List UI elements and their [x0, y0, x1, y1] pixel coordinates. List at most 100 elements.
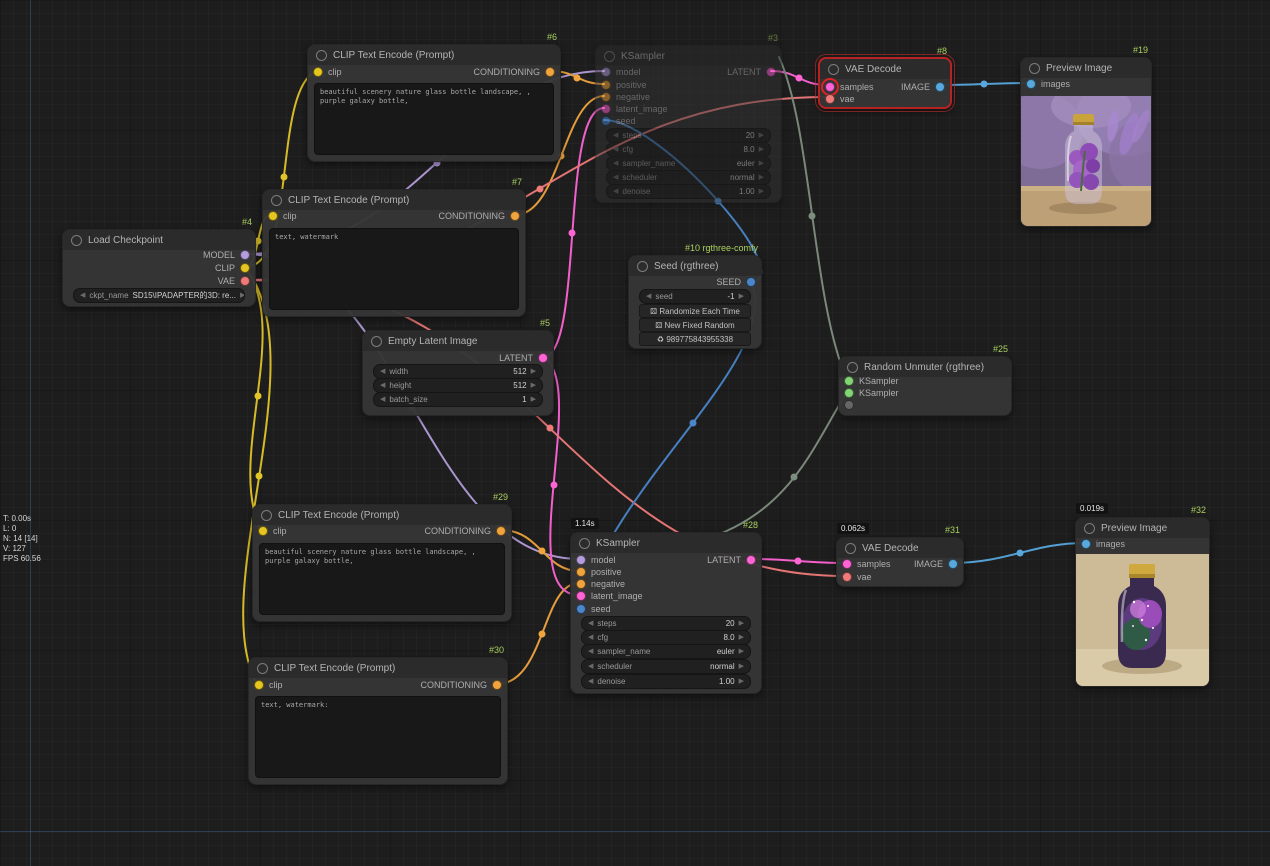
- conditioning-port-dot[interactable]: [496, 526, 506, 536]
- node-ksampler-28[interactable]: 1.14s #28 KSampler model positive negati…: [570, 532, 762, 694]
- stepper-right-icon[interactable]: ▶: [531, 382, 536, 389]
- stepper-left-icon[interactable]: ◀: [380, 382, 385, 389]
- collapse-dot-icon[interactable]: [316, 50, 327, 61]
- node-vae-decode-31[interactable]: 0.062s #31 VAE Decode samples vae IMAGE: [836, 537, 964, 587]
- collapse-dot-icon[interactable]: [847, 362, 858, 373]
- clip-port-dot[interactable]: [268, 211, 278, 221]
- latent-port-dot[interactable]: [746, 555, 756, 565]
- widget-cfg[interactable]: ◀cfg8.0▶: [581, 630, 751, 645]
- latent-port-dot[interactable]: [576, 591, 586, 601]
- stepper-right-icon[interactable]: ▶: [759, 146, 764, 153]
- node-header[interactable]: KSampler: [596, 46, 781, 66]
- widget-width[interactable]: ◀width512▶: [373, 364, 543, 379]
- widget-sampler-name[interactable]: ◀sampler_nameeuler▶: [581, 644, 751, 659]
- latent-port-dot[interactable]: [825, 82, 835, 92]
- image-port-dot[interactable]: [1081, 539, 1091, 549]
- vae-port-dot[interactable]: [825, 94, 835, 104]
- conditioning-port-dot[interactable]: [576, 567, 586, 577]
- node-header[interactable]: VAE Decode: [837, 538, 963, 558]
- latent-port-dot[interactable]: [766, 67, 776, 77]
- vae-port-dot[interactable]: [240, 276, 250, 286]
- latent-port-dot[interactable]: [601, 104, 611, 114]
- node-header[interactable]: CLIP Text Encode (Prompt): [253, 505, 511, 525]
- mute-port-dot[interactable]: [844, 388, 854, 398]
- stepper-right-icon[interactable]: ▶: [759, 132, 764, 139]
- widget-steps[interactable]: ◀steps20▶: [606, 128, 771, 143]
- widget-height[interactable]: ◀height512▶: [373, 378, 543, 393]
- node-clip-text-encode-6[interactable]: #6 CLIP Text Encode (Prompt) clip CONDIT…: [307, 44, 561, 162]
- collapse-dot-icon[interactable]: [261, 510, 272, 521]
- image-port-dot[interactable]: [948, 559, 958, 569]
- stepper-left-icon[interactable]: ◀: [613, 132, 618, 139]
- conditioning-port-dot[interactable]: [492, 680, 502, 690]
- seed-port-dot[interactable]: [746, 277, 756, 287]
- conditioning-port-dot[interactable]: [545, 67, 555, 77]
- stepper-left-icon[interactable]: ◀: [588, 648, 593, 655]
- model-port-dot[interactable]: [240, 250, 250, 260]
- collapse-dot-icon[interactable]: [1084, 523, 1095, 534]
- conditioning-port-dot[interactable]: [601, 80, 611, 90]
- stepper-left-icon[interactable]: ◀: [380, 396, 385, 403]
- node-header[interactable]: CLIP Text Encode (Prompt): [263, 190, 525, 210]
- prompt-textarea[interactable]: beautiful scenery nature glass bottle la…: [314, 83, 554, 155]
- stepper-right-icon[interactable]: ▶: [739, 678, 744, 685]
- widget-denoise[interactable]: ◀denoise1.00▶: [606, 184, 771, 199]
- node-clip-text-encode-29[interactable]: #29 CLIP Text Encode (Prompt) clip CONDI…: [252, 504, 512, 622]
- widget-cfg[interactable]: ◀cfg8.0▶: [606, 142, 771, 157]
- widget-batch-size[interactable]: ◀batch_size1▶: [373, 392, 543, 407]
- stepper-left-icon[interactable]: ◀: [613, 174, 618, 181]
- stepper-left-icon[interactable]: ◀: [588, 663, 593, 670]
- stepper-left-icon[interactable]: ◀: [588, 620, 593, 627]
- node-header[interactable]: Empty Latent Image: [363, 331, 553, 351]
- widget-steps[interactable]: ◀steps20▶: [581, 616, 751, 631]
- node-header[interactable]: CLIP Text Encode (Prompt): [249, 658, 507, 678]
- stepper-right-icon[interactable]: ▶: [739, 634, 744, 641]
- node-clip-text-encode-30[interactable]: #30 CLIP Text Encode (Prompt) clip CONDI…: [248, 657, 508, 785]
- stepper-right-icon[interactable]: ▶: [759, 188, 764, 195]
- collapse-dot-icon[interactable]: [637, 261, 648, 272]
- prompt-textarea[interactable]: text, watermark:: [255, 696, 501, 778]
- stepper-right-icon[interactable]: ▶: [531, 368, 536, 375]
- prompt-textarea[interactable]: text, watermark: [269, 228, 519, 310]
- node-vae-decode-8[interactable]: #8 VAE Decode samples vae IMAGE: [818, 57, 952, 109]
- collapse-dot-icon[interactable]: [828, 64, 839, 75]
- stepper-right-icon[interactable]: ▶: [739, 293, 744, 300]
- collapse-dot-icon[interactable]: [579, 538, 590, 549]
- stepper-left-icon[interactable]: ◀: [380, 368, 385, 375]
- stepper-right-icon[interactable]: ▶: [739, 620, 744, 627]
- node-header[interactable]: Preview Image: [1076, 518, 1209, 538]
- widget-sampler-name[interactable]: ◀sampler_nameeuler▶: [606, 156, 771, 171]
- stepper-right-icon[interactable]: ▶: [240, 292, 245, 299]
- clip-port-dot[interactable]: [258, 526, 268, 536]
- stepper-right-icon[interactable]: ▶: [759, 160, 764, 167]
- stepper-left-icon[interactable]: ◀: [613, 160, 618, 167]
- stepper-left-icon[interactable]: ◀: [646, 293, 651, 300]
- node-random-unmuter-25[interactable]: #25 Random Unmuter (rgthree) KSampler KS…: [838, 356, 1012, 416]
- widget-scheduler[interactable]: ◀schedulernormal▶: [581, 659, 751, 674]
- node-header[interactable]: CLIP Text Encode (Prompt): [308, 45, 560, 65]
- vae-port-dot[interactable]: [842, 572, 852, 582]
- node-header[interactable]: KSampler: [571, 533, 761, 553]
- node-header[interactable]: VAE Decode: [820, 59, 950, 79]
- randomize-each-time-button[interactable]: ⚄ Randomize Each Time: [639, 304, 751, 318]
- new-fixed-random-button[interactable]: ⚄ New Fixed Random: [639, 318, 751, 332]
- seed-port-dot[interactable]: [601, 116, 611, 126]
- collapse-dot-icon[interactable]: [271, 195, 282, 206]
- node-header[interactable]: Random Unmuter (rgthree): [839, 357, 1011, 377]
- stepper-right-icon[interactable]: ▶: [759, 174, 764, 181]
- node-clip-text-encode-7[interactable]: #7 CLIP Text Encode (Prompt) clip CONDIT…: [262, 189, 526, 317]
- stepper-right-icon[interactable]: ▶: [739, 663, 744, 670]
- empty-port-dot[interactable]: [844, 400, 854, 410]
- prompt-textarea[interactable]: beautiful scenery nature glass bottle la…: [259, 543, 505, 615]
- collapse-dot-icon[interactable]: [845, 543, 856, 554]
- node-empty-latent-image-5[interactable]: #5 Empty Latent Image LATENT ◀width512▶ …: [362, 330, 554, 416]
- image-port-dot[interactable]: [1026, 79, 1036, 89]
- node-preview-image-32[interactable]: 0.019s #32 Preview Image images: [1075, 517, 1210, 687]
- node-load-checkpoint-4[interactable]: #4 Load Checkpoint MODEL CLIP VAE ◀ckpt_…: [62, 229, 256, 307]
- stepper-left-icon[interactable]: ◀: [80, 292, 85, 299]
- clip-port-dot[interactable]: [240, 263, 250, 273]
- mute-port-dot[interactable]: [844, 376, 854, 386]
- model-port-dot[interactable]: [576, 555, 586, 565]
- image-port-dot[interactable]: [935, 82, 945, 92]
- node-header[interactable]: Seed (rgthree): [629, 256, 761, 276]
